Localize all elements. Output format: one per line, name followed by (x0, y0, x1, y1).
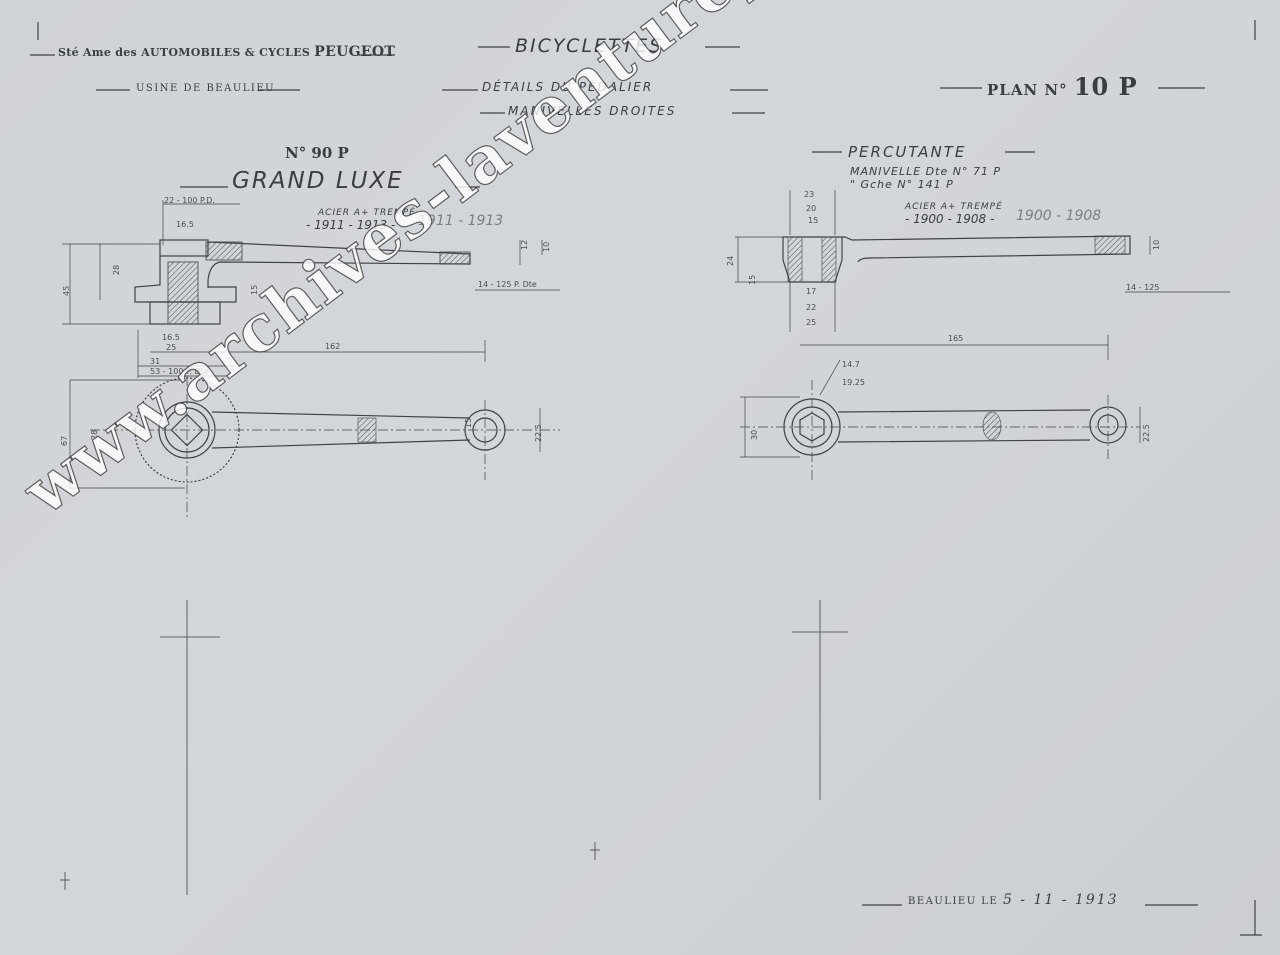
dimension-label: 22.5 (534, 424, 543, 442)
dimension-label: 45 (62, 285, 71, 296)
dimension-label: 162 (325, 342, 341, 351)
dimension-label: 25 (806, 318, 817, 327)
dimension-label: 20 (806, 204, 817, 213)
dimension-label: 14 - 125 P. Dte (478, 280, 537, 289)
right-part-material: ACIER A+ TREMPÉ (905, 202, 1003, 212)
right-part-line-2: " Gche N° 141 P (850, 178, 954, 191)
dimension-label: 23 (804, 190, 815, 199)
dimension-label: 19.25 (842, 378, 865, 387)
left-boss-top (159, 239, 209, 257)
right-part-years: - 1900 - 1908 - (905, 212, 995, 226)
dimension-label: 14.7 (842, 360, 860, 369)
plan-number-block: PLAN N° 10 P (987, 72, 1138, 101)
right-arm-section (982, 411, 1002, 441)
dimension-label: 53 - 100 P. Dte (150, 367, 209, 376)
left-arm-hatch (205, 241, 243, 261)
right-arm-edges (837, 409, 1091, 443)
dimension-label: 15 (808, 216, 819, 225)
dimension-label: 14 - 125 (1126, 283, 1160, 292)
right-boss-body (782, 237, 843, 283)
right-crank-side-view (735, 190, 1230, 360)
dimension-label: 17 (806, 287, 817, 296)
right-part-line-1: MANIVELLE Dte N° 71 P (850, 165, 1002, 178)
right-part-name: PERCUTANTE (848, 143, 967, 161)
dimension-label: 10 (1152, 239, 1161, 250)
dimension-label: 15 (748, 274, 757, 285)
left-part-years-pencil: 1911 - 1913 (418, 213, 504, 229)
right-boss-hatch-l (787, 236, 803, 283)
right-crank-plan-view (740, 359, 1141, 480)
company-name: Sté Ame des AUTOMOBILES & CYCLES PEUGEOT (58, 44, 395, 60)
date-place: BEAULIEU LE (908, 896, 999, 907)
right-pedal-eye (1094, 235, 1126, 255)
dimension-label: 28 (112, 264, 121, 275)
registration-marks (60, 600, 848, 895)
drawing-title: BICYCLETTES (515, 35, 664, 57)
dimension-label: 12 (520, 239, 529, 250)
dimension-label: 15 (464, 417, 473, 428)
left-square-taper (170, 413, 204, 447)
dimension-label: 31 (150, 357, 161, 366)
dimension-label: 24 (726, 255, 735, 266)
factory-name: USINE DE BEAULIEU (136, 83, 276, 94)
dimension-label: 22.5 (1142, 424, 1151, 442)
drawing-date: 5 - 11 - 1913 (1002, 892, 1119, 908)
dimension-label: 25 (166, 343, 177, 352)
left-part-material: ACIER A+ TREMPÉ (318, 208, 416, 218)
right-part-years-pencil: 1900 - 1908 (1016, 208, 1102, 224)
brand-name: PEUGEOT (314, 44, 396, 60)
plan-label: PLAN N° (987, 81, 1068, 99)
left-part-years: - 1911 - 1913 - (306, 218, 396, 232)
company-label: Sté Ame des AUTOMOBILES & CYCLES (58, 46, 311, 59)
left-part-name: GRAND LUXE (232, 168, 404, 194)
right-boss-hatch-r (821, 236, 837, 283)
dimension-label: 16.5 (162, 333, 180, 342)
right-arm-profile (783, 235, 1131, 263)
dimension-label: 10 (542, 241, 551, 252)
left-arm-profile (207, 241, 471, 288)
left-pedal-eye (439, 251, 471, 265)
left-crank-plan-view (69, 376, 560, 520)
dimension-label: 22 (806, 303, 817, 312)
date-block: BEAULIEU LE 5 - 11 - 1913 (908, 892, 1119, 908)
drawing-subtitle-1: DÉTAILS DU PÉDALIER (482, 80, 654, 94)
dimension-label: 16.5 (176, 220, 194, 229)
dimension-label: 30 (750, 429, 759, 440)
right-pedal-eye-outer (1089, 406, 1127, 444)
dimension-label: 165 (948, 334, 964, 343)
left-arm-edges (211, 411, 471, 449)
plan-number: 10 P (1073, 72, 1138, 101)
left-part-number: N° 90 P (285, 144, 349, 162)
left-spindle-bore (167, 261, 199, 325)
drawing-subtitle-2: MANIVELLES DROITES (508, 104, 677, 118)
left-boss-body (134, 256, 237, 303)
left-crank-side-view (62, 200, 560, 378)
dimension-label: 22 - 100 P.D. (164, 196, 215, 205)
